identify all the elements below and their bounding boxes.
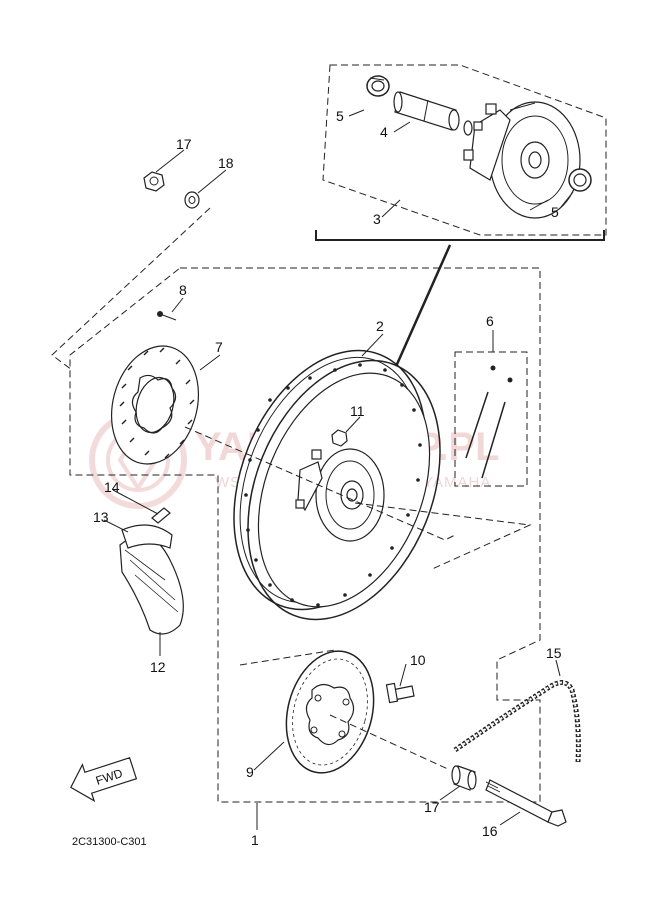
callout-16: 16 (482, 823, 498, 839)
callout-4: 4 (380, 124, 388, 140)
spoke-pins-6 (454, 351, 528, 487)
callout-14: 14 (104, 479, 120, 495)
spacer-4 (393, 91, 473, 136)
bolt-8 (157, 311, 177, 321)
callout-10: 10 (410, 652, 426, 668)
brake-disc-7 (110, 345, 200, 465)
callout-8: 8 (179, 282, 187, 298)
valve-14 (151, 507, 171, 524)
bearing-5-top (366, 75, 390, 97)
wheel-assembly-box (69, 267, 541, 803)
callout-11: 11 (350, 403, 365, 419)
collar-17 (451, 765, 477, 791)
bearing-5-right (568, 168, 592, 192)
nut-18 (143, 171, 165, 192)
washer-19 (184, 191, 200, 209)
callout-5a: 5 (336, 108, 344, 124)
callout-7: 7 (215, 339, 223, 355)
callout-12: 12 (150, 659, 166, 675)
wheel-hub (295, 448, 385, 542)
chain-15 (453, 680, 581, 763)
leader-lines (103, 109, 574, 830)
callout-6: 6 (486, 313, 494, 329)
bolt-10 (385, 682, 415, 704)
nut-11 (331, 429, 348, 447)
callout-5b: 5 (551, 204, 559, 220)
callout-17: 17 (424, 799, 440, 815)
hub-assembly-box (315, 64, 607, 241)
callout-3: 3 (373, 211, 381, 227)
diagram-code: 2C31300-C301 (72, 836, 147, 848)
callouts: 5 4 3 5 17 18 8 7 2 6 11 14 13 12 10 9 1… (93, 108, 562, 848)
callout-13: 13 (93, 509, 109, 525)
callout-15: 15 (546, 645, 562, 661)
callout-1: 1 (251, 832, 259, 848)
hub-3 (463, 101, 581, 219)
callout-9: 9 (246, 764, 254, 780)
axle-16 (485, 779, 567, 827)
callout-2: 2 (376, 318, 384, 334)
tube-13 (121, 524, 173, 549)
sprocket-9 (285, 650, 375, 774)
fwd-arrow: FWD (70, 757, 138, 803)
callout-18: 17 (176, 136, 192, 152)
callout-19: 18 (218, 155, 234, 171)
tyre-12 (119, 534, 184, 635)
